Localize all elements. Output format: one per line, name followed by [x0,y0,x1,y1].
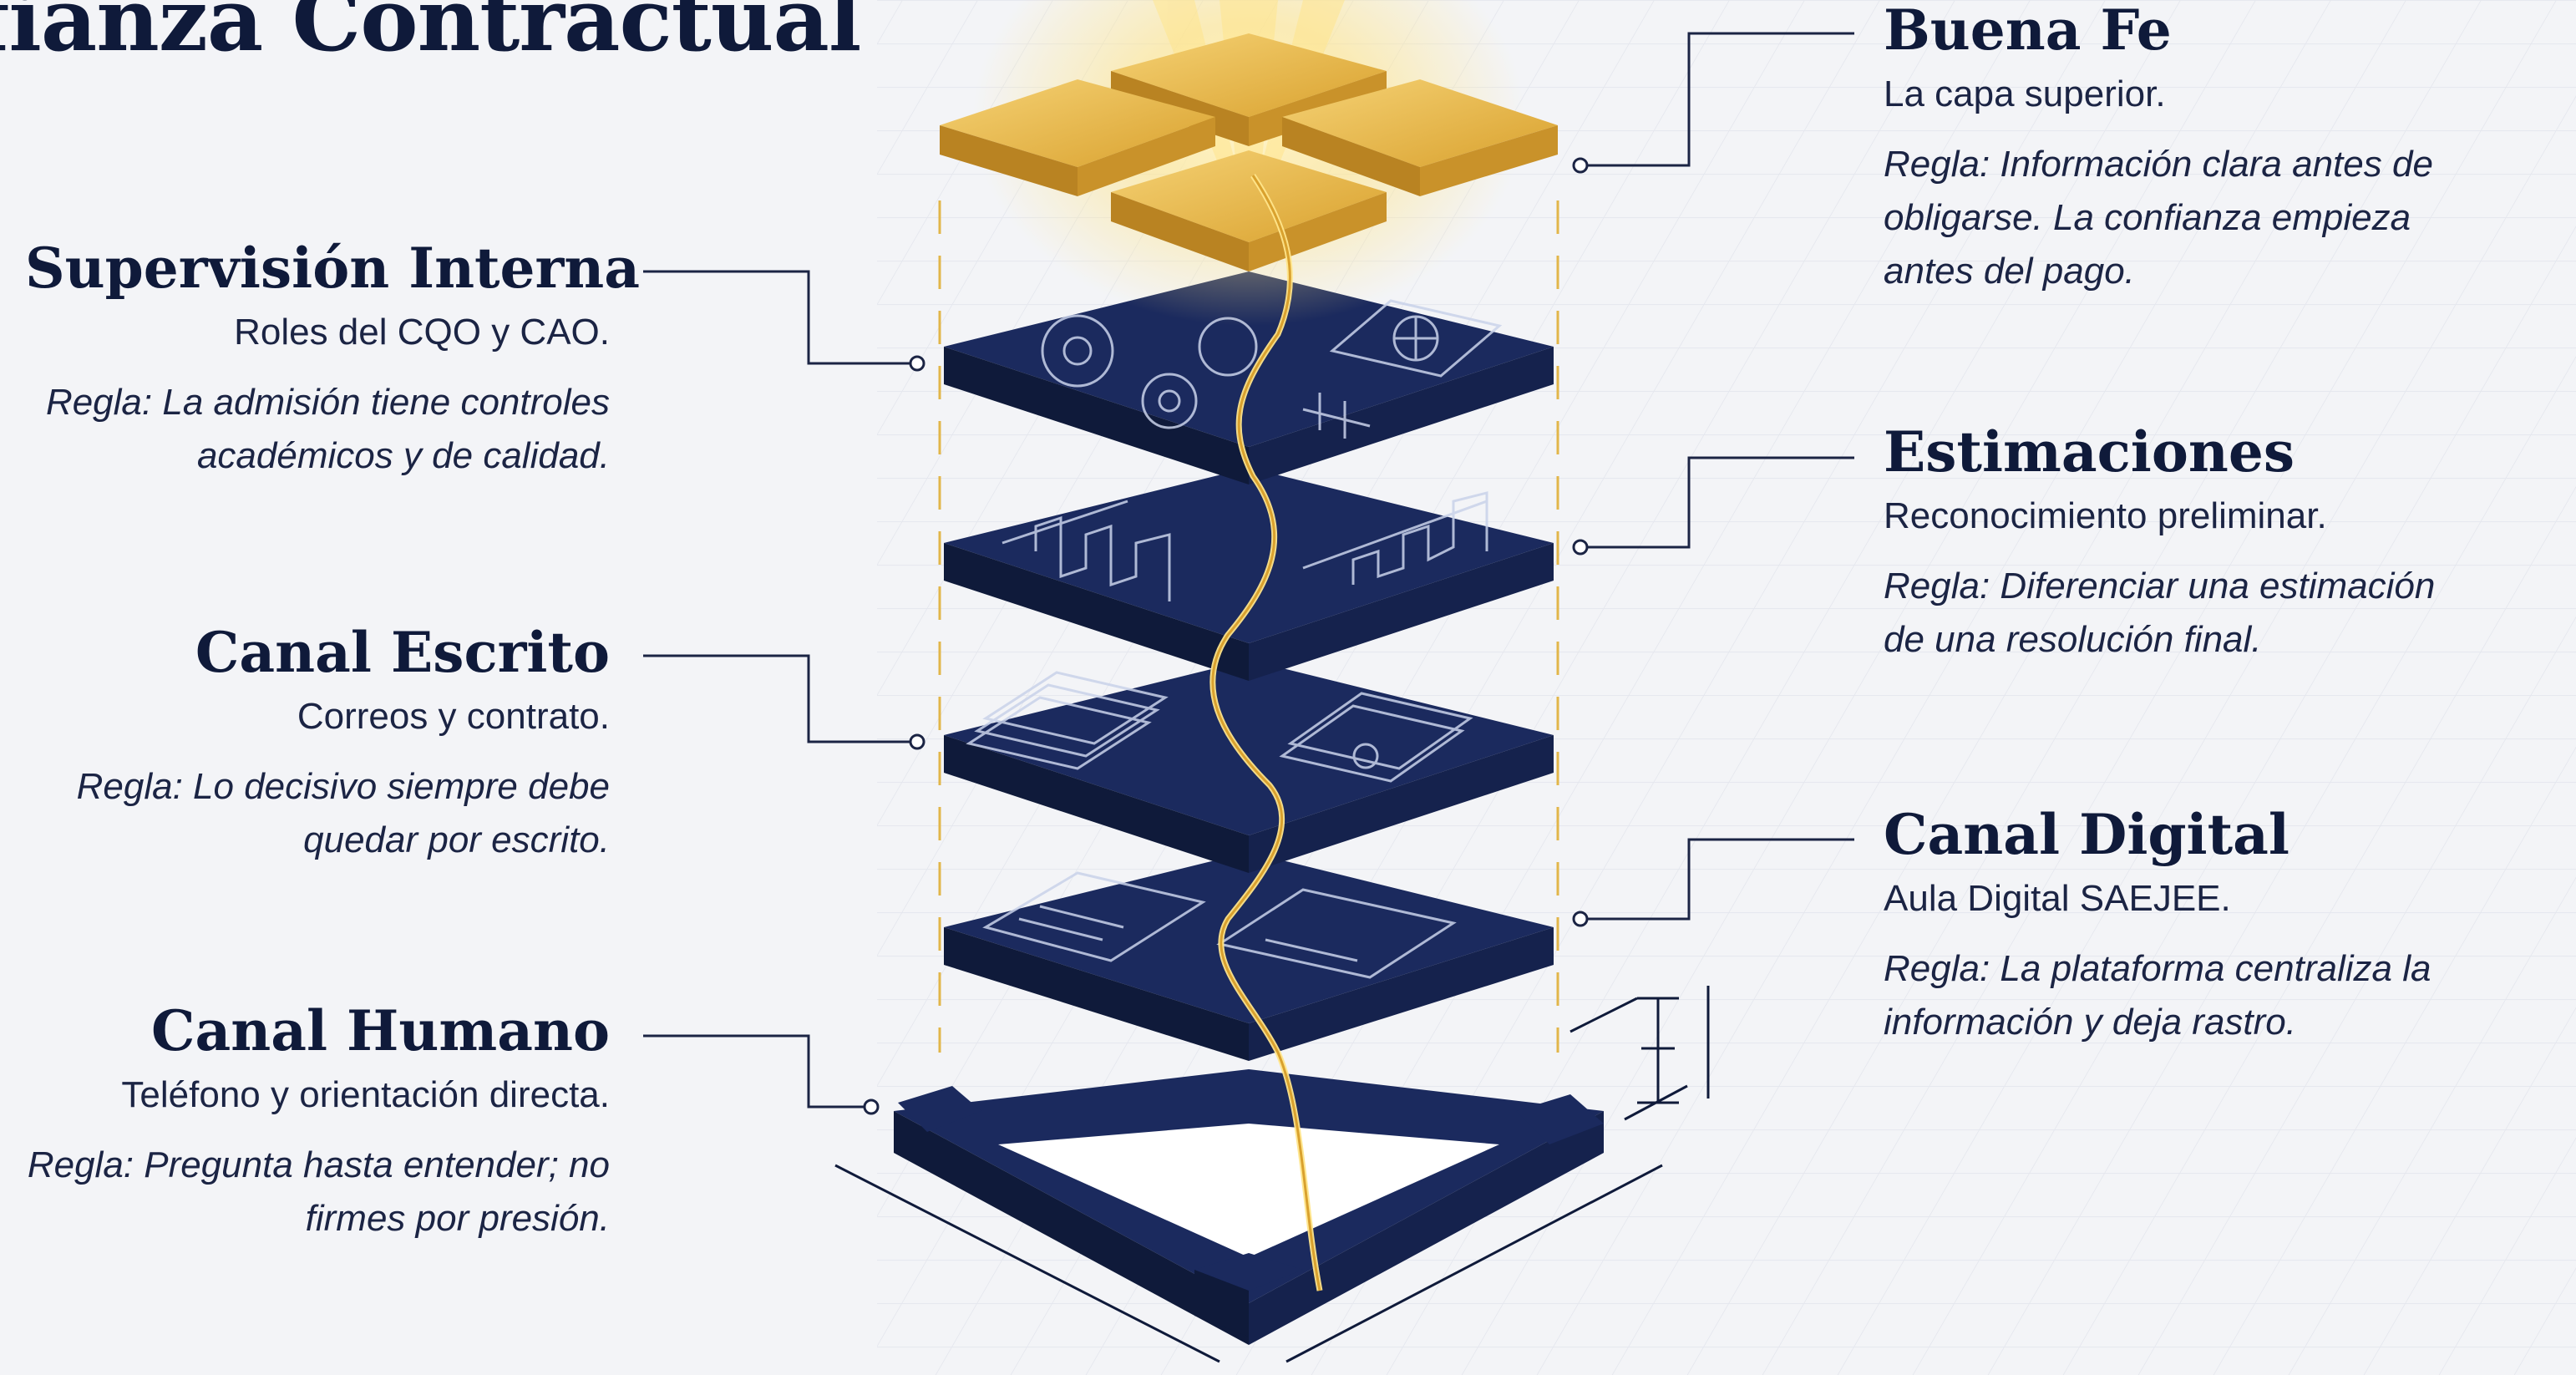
callout-subtitle: Roles del CQO y CAO. [234,311,610,353]
callout-heading: Canal Escrito [195,620,610,685]
callout-heading: Canal Humano [150,998,610,1063]
callout-canal-digital: Canal Digital Aula Digital SAEJEE. Regla… [1884,804,2468,1049]
layer-canal-digital [944,852,1554,1061]
callout-heading: Buena Fe [1884,0,2172,63]
callout-heading: Canal Digital [1884,802,2289,867]
callout-subtitle: Reconocimiento preliminar. [1884,495,2327,536]
callout-subtitle: Teléfono y orientación directa. [121,1073,610,1115]
callout-canal-humano: Canal Humano Teléfono y orientación dire… [25,1001,610,1246]
callout-rule: Regla: Lo decisivo siempre debe quedar p… [76,766,610,861]
callout-rule: Regla: Pregunta hasta entender; no firme… [27,1144,610,1240]
dimension-marks [834,986,1710,1363]
leader-lines-right [1583,32,1854,921]
callout-rule: Regla: La admisión tiene controles acadé… [45,382,610,477]
callout-buena-fe: Buena Fe La capa superior. Regla: Inform… [1884,0,2468,298]
page-title: nfianza Contractual [0,0,861,71]
callout-rule: Regla: Información clara antes de obliga… [1884,144,2433,292]
leader-dots-left [863,355,925,1115]
layer-buena-fe [940,33,1558,271]
callout-heading: Estimaciones [1884,419,2295,485]
callout-supervision-interna: Supervisión Interna Roles del CQO y CAO.… [25,236,641,483]
leader-dots-right [1572,157,1589,927]
layer-canal-escrito [944,660,1554,873]
callout-estimaciones: Estimaciones Reconocimiento preliminar. … [1884,422,2468,667]
callout-subtitle: Aula Digital SAEJEE. [1884,877,2231,919]
callout-rule: Regla: La plataforma centraliza la infor… [1884,948,2431,1043]
layer-supervision-interna [944,271,1554,485]
callout-subtitle: La capa superior. [1884,73,2166,114]
layer-estimaciones [944,468,1554,681]
layer-base-frame [894,1069,1604,1345]
callout-rule: Regla: Diferenciar una estimación de una… [1884,566,2436,661]
guide-lines [938,200,1559,1053]
callout-canal-escrito: Canal Escrito Correos y contrato. Regla:… [25,622,610,867]
callout-subtitle: Correos y contrato. [297,695,610,737]
callout-heading: Supervisión Interna [25,236,641,301]
leader-lines-left [643,270,915,1109]
